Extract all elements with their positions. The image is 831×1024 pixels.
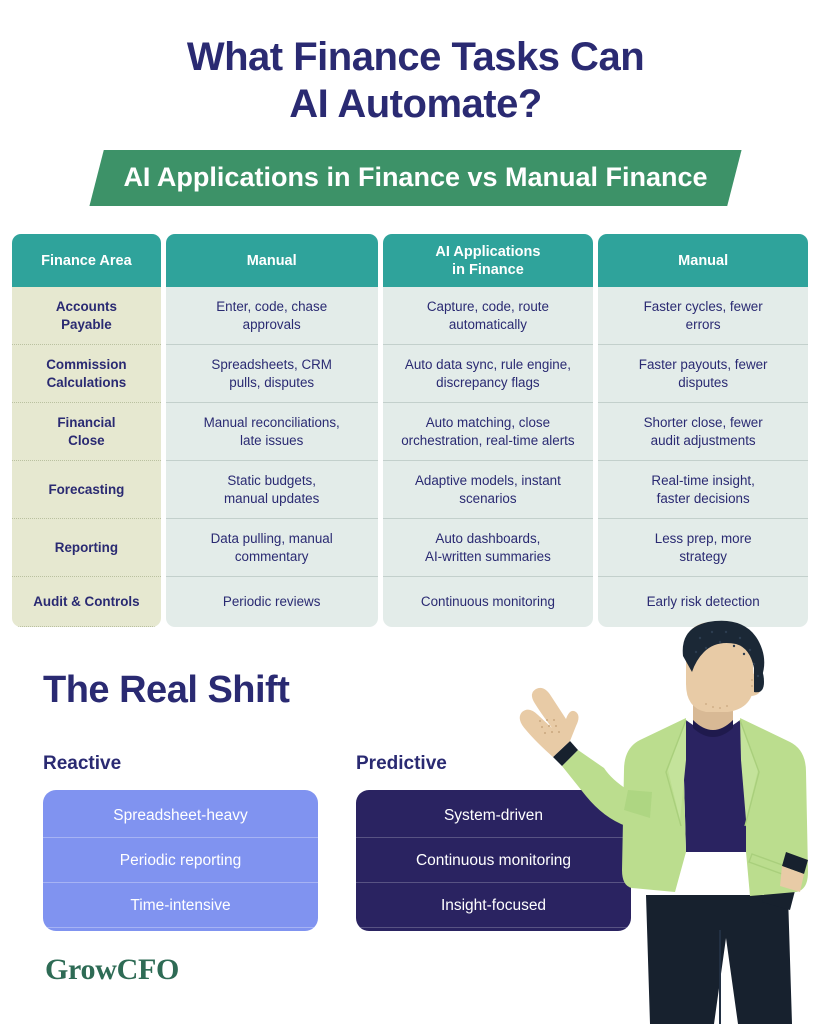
column-header-finance-area: Finance Area <box>12 234 161 287</box>
hair-side <box>754 667 764 693</box>
table-column-ai-applications: AI Applications in Finance Capture, code… <box>382 234 594 627</box>
table-row: Static budgets,manual updates <box>165 461 378 519</box>
column-header-ai-applications: AI Applications in Finance <box>382 234 594 287</box>
blazer-left <box>622 718 686 892</box>
subtitle-ribbon-wrap: AI Applications in Finance vs Manual Fin… <box>0 150 831 206</box>
column-header-line-1: Finance Area <box>41 252 132 269</box>
blazer-pocket <box>748 853 797 879</box>
left-hand <box>519 687 579 757</box>
shirt-collar <box>693 720 733 737</box>
lapel-left <box>668 718 686 820</box>
real-shift-columns: Reactive Spreadsheet-heavy Periodic repo… <box>43 752 631 931</box>
table-row: Auto dashboards,AI-written summaries <box>382 519 594 577</box>
list-item: Insight-focused <box>356 883 631 928</box>
chin-detail-dots <box>705 703 728 709</box>
reactive-card: Spreadsheet-heavy Periodic reporting Tim… <box>43 790 318 931</box>
page-title-line-1: What Finance Tasks Can <box>186 35 645 79</box>
neck <box>693 700 733 736</box>
page-title: What Finance Tasks Can AI Automate? <box>0 0 831 128</box>
right-forearm <box>762 850 804 910</box>
column-header-line-1: AI Applications <box>435 243 541 260</box>
real-shift-heading: The Real Shift <box>43 669 290 711</box>
blazer-right <box>740 718 808 896</box>
list-item: Time-intensive <box>43 883 318 928</box>
predictive-column: Predictive System-driven Continuous moni… <box>356 752 631 931</box>
lapel-line-left <box>665 719 687 827</box>
head <box>686 621 754 712</box>
ear <box>750 673 762 696</box>
right-hand <box>780 866 804 892</box>
reactive-label: Reactive <box>43 753 122 774</box>
hair-texture-dots <box>694 630 760 678</box>
list-item: Periodic reporting <box>43 838 318 883</box>
right-cuff <box>782 852 808 874</box>
reactive-column: Reactive Spreadsheet-heavy Periodic repo… <box>43 752 318 931</box>
column-header-line-2: in Finance <box>452 261 524 278</box>
table-row: Real-time insight,faster decisions <box>598 461 809 519</box>
ear-detail-dots <box>751 679 757 689</box>
column-header-line-1: Manual <box>678 252 729 269</box>
page-title-line-2: AI Automate? <box>289 82 542 126</box>
list-item: Spreadsheet-heavy <box>43 793 318 838</box>
table-row: Reporting <box>12 519 161 577</box>
table-row: Periodic reviews <box>222 594 321 610</box>
arm-shadow-right <box>762 790 800 888</box>
trousers <box>646 895 792 1024</box>
column-header-manual-outcomes: Manual <box>598 234 809 287</box>
table-row: Auto data sync, rule engine,discrepancy … <box>382 345 594 403</box>
column-header-manual-tasks: Manual <box>165 234 378 287</box>
table-row: Forecasting <box>12 461 161 519</box>
table-row: Audit & Controls <box>12 577 161 627</box>
table-row: Continuous monitoring <box>420 594 555 610</box>
table-row: Early risk detection <box>646 594 760 610</box>
hand-detail-dots <box>539 719 560 734</box>
predictive-label: Predictive <box>356 753 447 774</box>
lapel-line-right <box>739 719 760 827</box>
column-header-line-1: Manual <box>246 252 297 269</box>
shirt <box>683 720 746 852</box>
hair <box>682 620 765 676</box>
table-row: Manual reconciliations,late issues <box>165 403 378 461</box>
growcfo-logo: GrowCFO <box>45 953 179 986</box>
list-item: System-driven <box>356 793 631 838</box>
lapel-right <box>740 718 758 820</box>
predictive-card: System-driven Continuous monitoring Insi… <box>356 790 631 931</box>
subtitle-ribbon: AI Applications in Finance vs Manual Fin… <box>89 150 742 206</box>
list-item: Continuous monitoring <box>356 838 631 883</box>
